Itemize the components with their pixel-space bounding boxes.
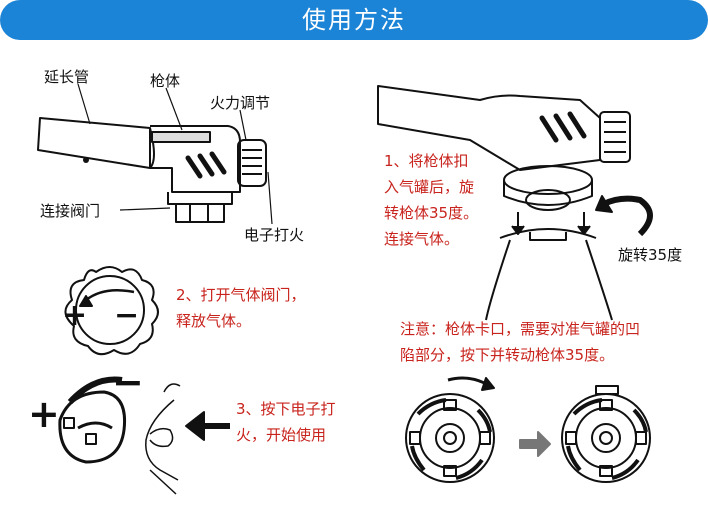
note-line-1: 注意：枪体卡口，需要对准气罐的凹 [400, 320, 641, 338]
step2-line-2: 释放气体。 [176, 312, 252, 330]
step3-line-2: 火，开始使用 [236, 426, 327, 444]
step3-text: 3、按下电子打 火，开始使用 [236, 396, 336, 448]
knob-plus-symbol: + [62, 298, 88, 333]
note-text: 注意：枪体卡口，需要对准气罐的凹 陷部分，按下并转动枪体35度。 [400, 316, 640, 368]
step1-line-3: 转枪体35度。 [384, 204, 479, 222]
label-flame-adjust: 火力调节 [210, 94, 271, 112]
finger-illustration [145, 383, 181, 495]
canister-top-before-illustration [405, 376, 495, 483]
page-title: 使用方法 [302, 6, 406, 34]
label-extension-tube: 延长管 [44, 68, 90, 86]
torch-on-canister-illustration [377, 85, 653, 321]
step1-text: 1、将枪体扣 入气罐后，旋 转枪体35度。 连接气体。 [384, 148, 478, 252]
label-connect-valve: 连接阀门 [40, 202, 101, 220]
torch-side-view-illustration [37, 83, 273, 225]
step1-line-2: 入气罐后，旋 [384, 178, 475, 196]
label-gun-body: 枪体 [150, 72, 181, 90]
igniter-minus-symbol: − [112, 360, 144, 404]
step2-text: 2、打开气体阀门， 释放气体。 [176, 282, 306, 334]
label-electronic-ignition: 电子打火 [244, 226, 305, 244]
left-arrow-icon [185, 411, 230, 441]
valve-knob-illustration [64, 266, 159, 356]
igniter-plus-symbol: + [28, 392, 60, 436]
igniter-button-illustration [58, 376, 127, 464]
arrow-right-icon [519, 431, 551, 457]
label-rotate-35: 旋转35度 [618, 246, 683, 264]
title-banner [0, 0, 708, 40]
note-line-2: 陷部分，按下并转动枪体35度。 [400, 346, 615, 364]
step2-line-1: 2、打开气体阀门， [176, 286, 306, 304]
step1-line-1: 1、将枪体扣 [384, 152, 469, 170]
step3-line-1: 3、按下电子打 [236, 400, 336, 418]
step1-line-4: 连接气体。 [384, 230, 460, 248]
canister-top-after-illustration [561, 385, 651, 483]
knob-minus-symbol: − [114, 298, 140, 333]
